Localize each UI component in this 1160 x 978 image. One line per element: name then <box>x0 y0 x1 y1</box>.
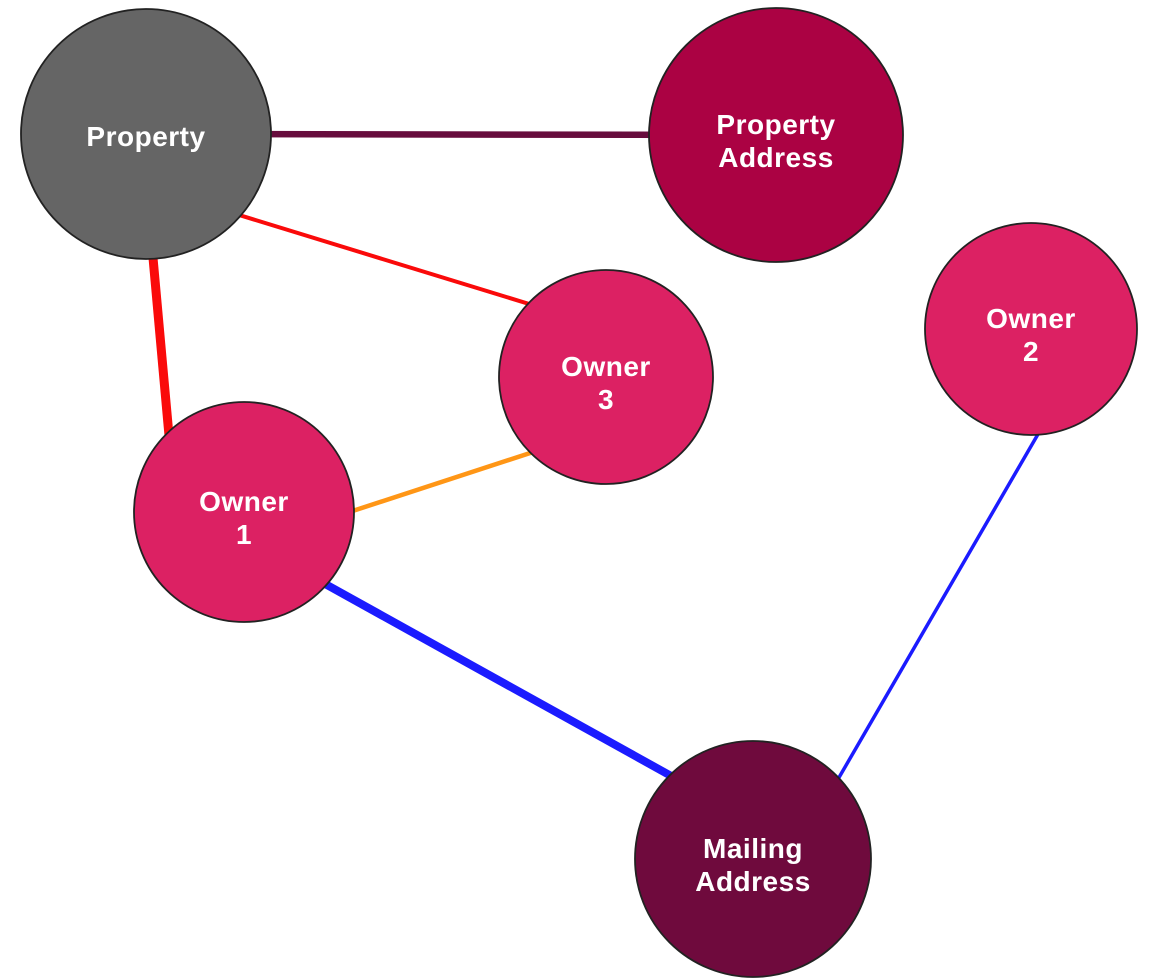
node-circle-property-address[interactable] <box>648 7 904 263</box>
node-circle-owner-3[interactable] <box>498 269 714 485</box>
edge-owner-1--mailing-address <box>298 566 702 796</box>
node-property[interactable]: Property <box>20 8 272 260</box>
edge-owner-1--owner-3 <box>324 437 571 523</box>
edge-property--owner-3 <box>199 201 566 317</box>
node-circle-owner-2[interactable] <box>924 222 1138 436</box>
node-circle-mailing-address[interactable] <box>634 740 872 978</box>
node-circle-owner-1[interactable] <box>133 401 355 623</box>
node-circle-property[interactable] <box>20 8 272 260</box>
edge-owner-2--mailing-address <box>828 409 1054 794</box>
